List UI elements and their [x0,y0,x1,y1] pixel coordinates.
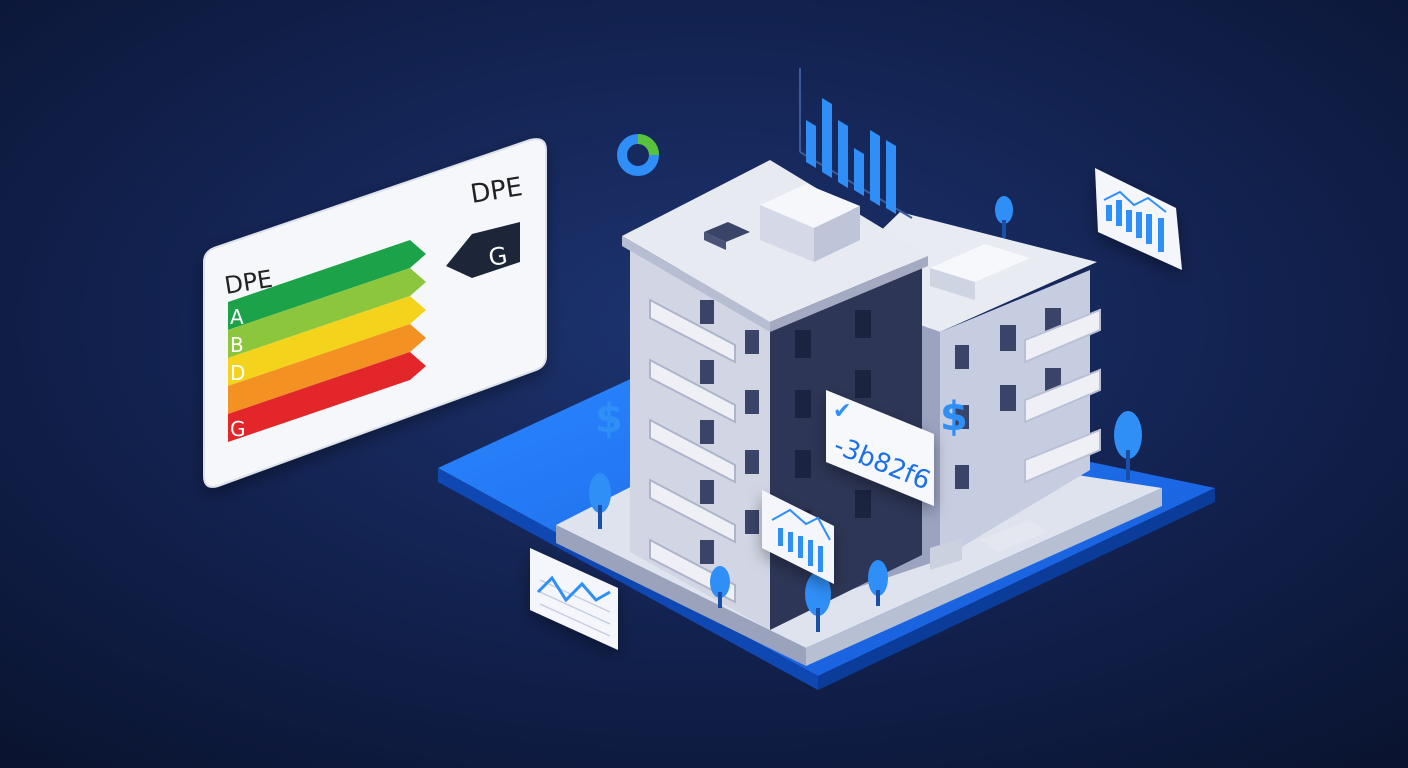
bar-chart-card [1095,168,1182,270]
building-left [622,160,928,630]
rating-letter: G [487,241,510,272]
rating-arrow [446,222,520,278]
bar-chart-icon [799,68,913,219]
checkmark-icon: ✔ [833,399,851,424]
energy-bands [228,240,426,442]
energy-class-a: A [230,305,244,329]
energy-band-d [228,324,426,414]
energy-band-g [228,352,426,442]
donut-chart-icon [617,134,659,176]
energy-class-d: D [230,361,245,385]
dpe-label-card: DPE DPE A B D G G [203,138,547,488]
energy-class-g: G [230,417,246,441]
tree-icon [589,196,1142,632]
building-chart-card [762,490,834,584]
energy-band-c [228,296,426,386]
energy-band-a [228,240,426,330]
dollar-sign-icon: $ [940,394,968,440]
energy-band-b [228,268,426,358]
energy-class-b: B [230,333,244,357]
dollar-sign-icon: $ [595,396,623,442]
line-chart-icon [530,548,618,650]
